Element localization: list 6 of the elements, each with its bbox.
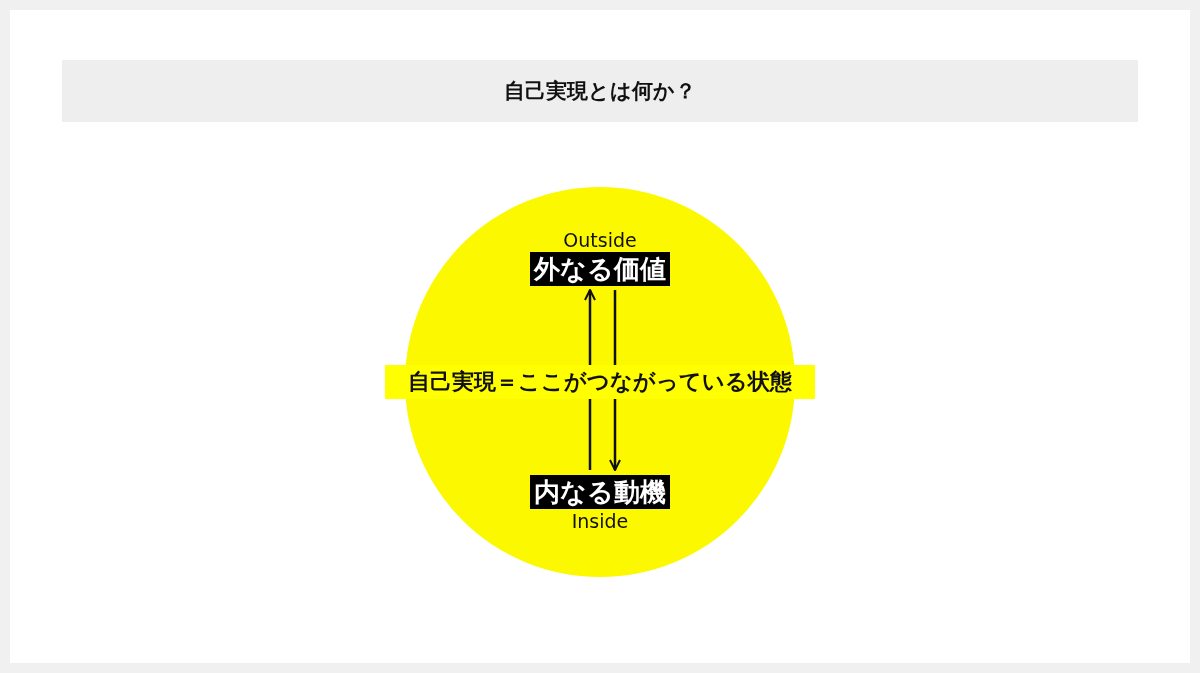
heading-text: Outside: [563, 228, 637, 252]
heading-text: Inside: [571, 509, 629, 533]
center-label: 自己実現＝ここがつながっている状態: [385, 365, 815, 399]
label-tag: 外なる価値: [530, 252, 670, 286]
label-tag: 内なる動機: [530, 475, 670, 509]
title-band: 自己実現とは何か？: [62, 60, 1138, 122]
